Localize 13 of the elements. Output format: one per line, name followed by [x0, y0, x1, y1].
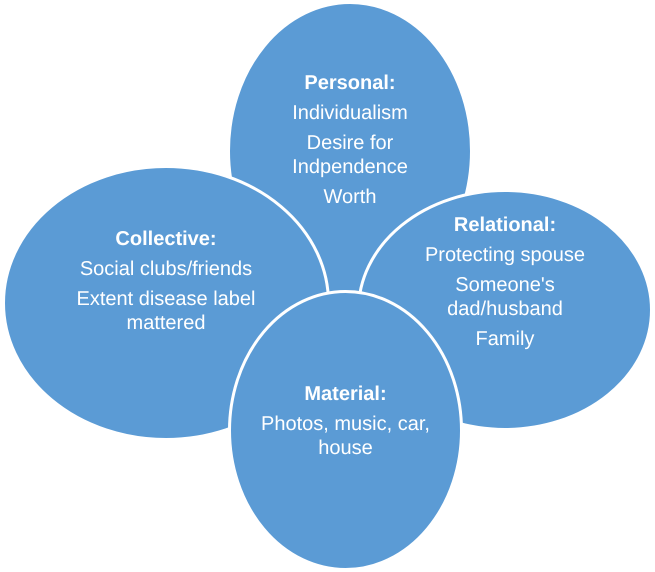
item-text: Desire for Indpendence: [291, 131, 409, 179]
item-text: Someone's dad/husband: [446, 273, 564, 321]
heading: Personal:: [304, 71, 396, 95]
heading: Material:: [304, 382, 387, 406]
item-text: Extent disease label mattered: [75, 287, 256, 335]
heading: Collective:: [115, 227, 217, 251]
item-text: Worth: [324, 185, 376, 209]
item-text: Photos, music, car, house: [260, 412, 431, 460]
item-text: Social clubs/friends: [80, 257, 252, 281]
item-text: Protecting spouse: [424, 243, 586, 267]
heading: Relational:: [454, 213, 556, 237]
item-text: Family: [476, 327, 534, 351]
item-text: Individualism: [292, 101, 408, 125]
